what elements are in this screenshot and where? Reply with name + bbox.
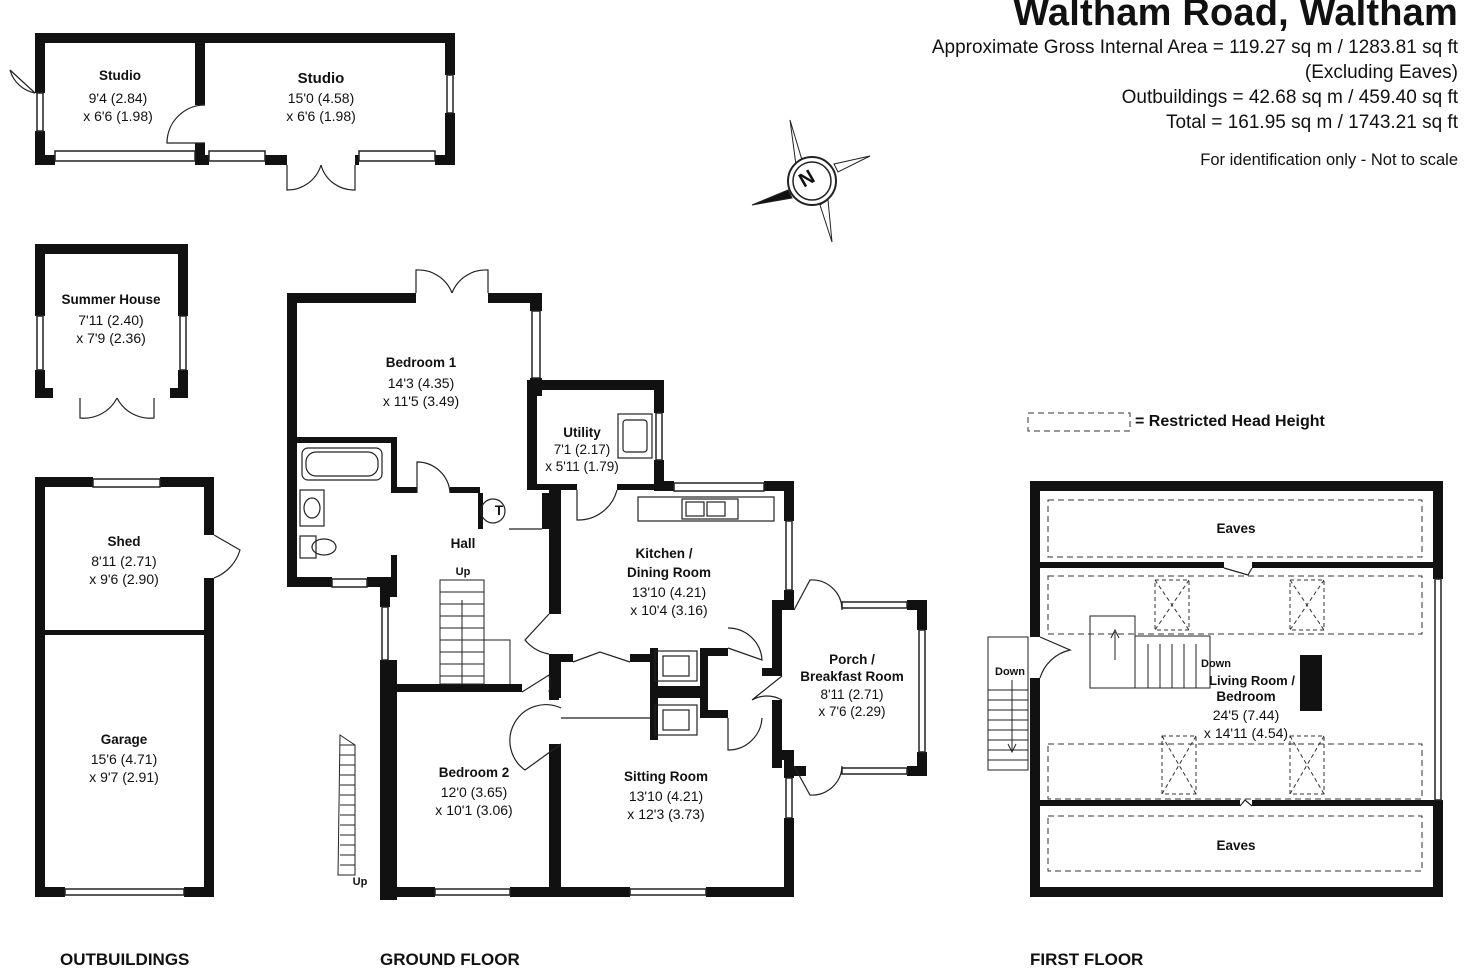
room-dim-sitting-1: 13'10 (4.21) [628,788,704,804]
room-name-eaves-bottom: Eaves [1216,838,1256,853]
excluding-eaves: (Excluding Eaves) [1304,62,1458,83]
room-name-living: Living Room / [1209,673,1295,688]
room-name-kitchen: Kitchen / [635,546,693,561]
room-name-utility: Utility [563,425,601,440]
room-dim-studio-small-1: 9'4 (2.84) [88,90,148,106]
room-name-bedroom-1: Bedroom 1 [385,355,457,370]
ground-floor-walls [287,293,927,900]
doors [9,69,1253,807]
room-dim-porch-2: x 7'6 (2.29) [818,704,886,719]
shed-garage-walls [35,477,214,897]
room-name-dining: Dining Room [627,565,711,580]
first-floor-walls [1030,481,1443,897]
room-name-hall: Hall [450,536,476,551]
room-dim-bedroom-2-1: 12'0 (3.65) [440,784,508,800]
room-name-bedroom-2: Bedroom 2 [438,765,510,780]
gross-area: Approximate Gross Internal Area = 119.27… [931,37,1458,58]
outbuildings-area: Outbuildings = 42.68 sq m / 459.40 sq ft [1121,87,1458,108]
floor-label-first: FIRST FLOOR [1030,950,1144,969]
room-dim-garage-1: 15'6 (4.71) [90,751,158,767]
room-name-sitting: Sitting Room [624,769,708,784]
outside-stairs-up: Up [352,876,368,888]
room-dim-studio-small-2: x 6'6 (1.98) [83,108,153,124]
room-dim-shed-2: x 9'6 (2.90) [89,571,159,587]
room-dim-porch-1: 8'11 (2.71) [820,687,884,702]
room-name-studio-small: Studio [99,68,141,83]
fixtures [299,413,775,736]
room-name-summer-house: Summer House [61,292,161,307]
room-dim-utility-1: 7'1 (2.17) [553,442,611,457]
room-dim-kitchen-1: 13'10 (4.21) [631,584,707,600]
room-name-studio-large: Studio [297,70,345,87]
room-dim-bedroom-1-1: 14'3 (4.35) [387,375,455,391]
floor-label-ground: GROUND FLOOR [380,950,520,969]
hall-stairs-up: Up [455,566,471,578]
room-dim-living-1: 24'5 (7.44) [1212,707,1280,723]
windows [36,74,1442,896]
room-dim-studio-large-2: x 6'6 (1.98) [286,108,356,124]
room-dim-studio-large-1: 15'0 (4.58) [287,90,355,106]
room-name-porch: Porch / [829,652,875,667]
skylights [1154,579,1325,795]
room-dim-garage-2: x 9'7 (2.91) [89,769,159,785]
room-name-shed: Shed [107,534,141,549]
room-name-living-bedroom: Bedroom [1216,689,1276,704]
room-name-breakfast: Breakfast Room [800,669,904,684]
room-dim-bedroom-2-2: x 10'1 (3.06) [435,802,513,818]
page-title: Waltham Road, Waltham [1013,0,1458,34]
room-dim-summer-house-1: 7'11 (2.40) [78,312,144,328]
room-dim-shed-1: 8'11 (2.71) [91,553,157,569]
stairs [337,579,1211,876]
room-dim-living-2: x 14'11 (4.54) [1203,725,1289,741]
floor-label-outbuildings: OUTBUILDINGS [60,950,190,969]
cupboard-label: T [494,503,504,518]
room-dim-summer-house-2: x 7'9 (2.36) [76,330,146,346]
total-area: Total = 161.95 sq m / 1743.21 sq ft [1165,112,1458,133]
first-stairs-down: Down [995,666,1025,678]
room-dim-bedroom-1-2: x 11'5 (3.49) [382,393,460,409]
compass-icon [751,119,871,243]
room-dim-kitchen-2: x 10'4 (3.16) [630,602,708,618]
legend-restricted: = Restricted Head Height [1135,413,1325,430]
room-dim-utility-2: x 5'11 (1.79) [545,459,619,474]
living-stairs-down: Down [1201,658,1231,670]
studio-walls [35,33,455,165]
room-name-garage: Garage [100,732,148,747]
disclaimer: For identification only - Not to scale [1200,151,1458,169]
room-dim-sitting-2: x 12'3 (3.73) [627,806,705,822]
room-name-eaves-top: Eaves [1216,521,1256,536]
restricted-head-height [1027,412,1423,872]
summer-house-walls [35,244,188,398]
